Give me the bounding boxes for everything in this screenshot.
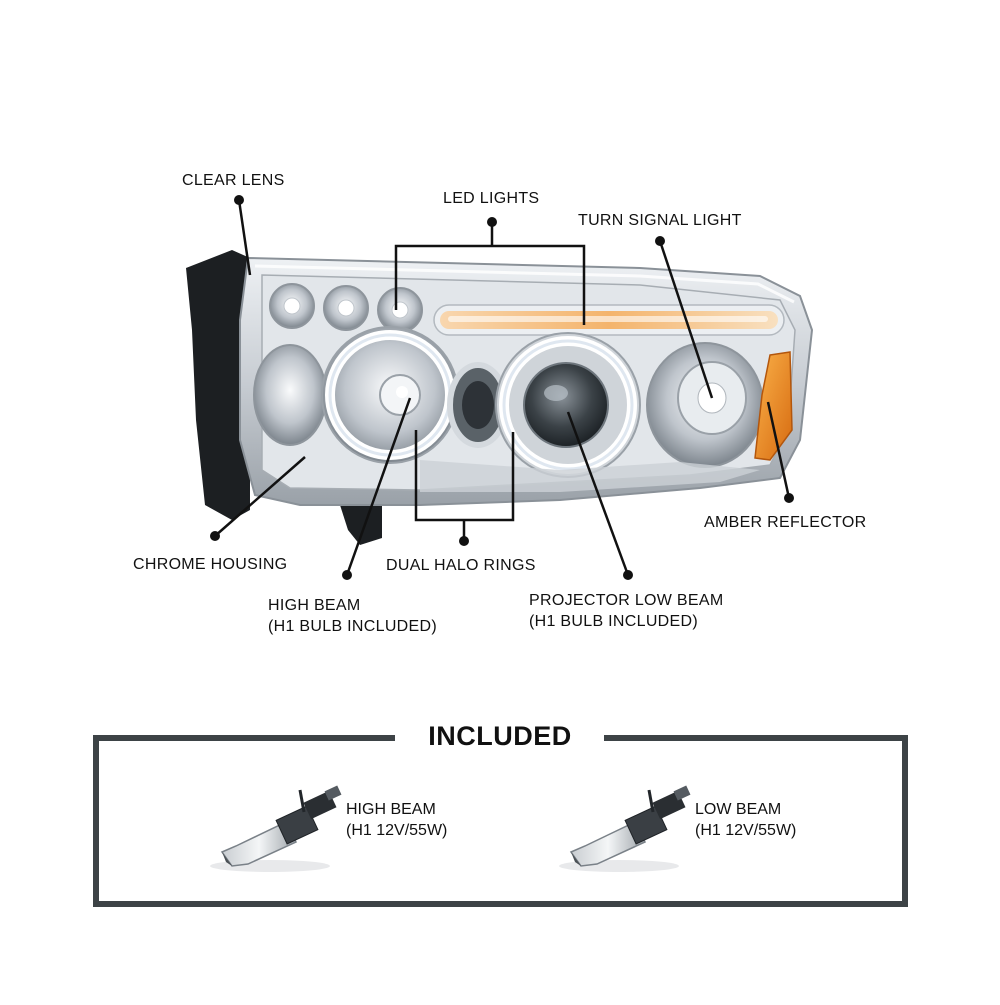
amber-reflector-shape (754, 351, 793, 461)
bulb-label-high-beam: HIGH BEAM (H1 12V/55W) (346, 799, 447, 841)
high-beam-halo (321, 326, 459, 464)
label-clear-lens: CLEAR LENS (182, 172, 285, 189)
headlight-assembly (186, 250, 814, 545)
led-cluster (269, 283, 423, 333)
bulb-label-line2: (H1 12V/55W) (346, 822, 448, 839)
callout-lines (214, 199, 791, 576)
bulb-label-line1: HIGH BEAM (346, 801, 436, 818)
label-projector: PROJECTOR LOW BEAM (H1 BULB INCLUDED) (529, 590, 723, 632)
bulb-label-low-beam: LOW BEAM (H1 12V/55W) (695, 799, 796, 841)
included-title: INCLUDED (400, 721, 600, 752)
label-high-beam-line1: HIGH BEAM (268, 597, 361, 614)
turn-signal-bowl (646, 342, 764, 468)
label-chrome-housing: CHROME HOUSING (133, 556, 288, 573)
bulb-icon (559, 785, 691, 872)
label-high-beam-line2: (H1 BULB INCLUDED) (268, 618, 437, 635)
bulb-label-line1: LOW BEAM (695, 801, 782, 818)
included-frame (93, 735, 908, 907)
callout-dots (210, 195, 794, 580)
projector-halo (495, 332, 641, 478)
label-projector-line1: PROJECTOR LOW BEAM (529, 592, 724, 609)
label-high-beam: HIGH BEAM (H1 BULB INCLUDED) (268, 595, 437, 637)
mounting-tab (340, 505, 382, 545)
label-dual-halo: DUAL HALO RINGS (386, 557, 536, 574)
label-projector-line2: (H1 BULB INCLUDED) (529, 613, 698, 630)
bulb-label-line2: (H1 12V/55W) (695, 822, 797, 839)
label-amber-reflector: AMBER REFLECTOR (704, 514, 867, 531)
label-turn-signal: TURN SIGNAL LIGHT (578, 212, 742, 229)
rear-housing (186, 250, 250, 520)
bulb-icon (210, 785, 342, 872)
label-led-lights: LED LIGHTS (443, 190, 540, 207)
